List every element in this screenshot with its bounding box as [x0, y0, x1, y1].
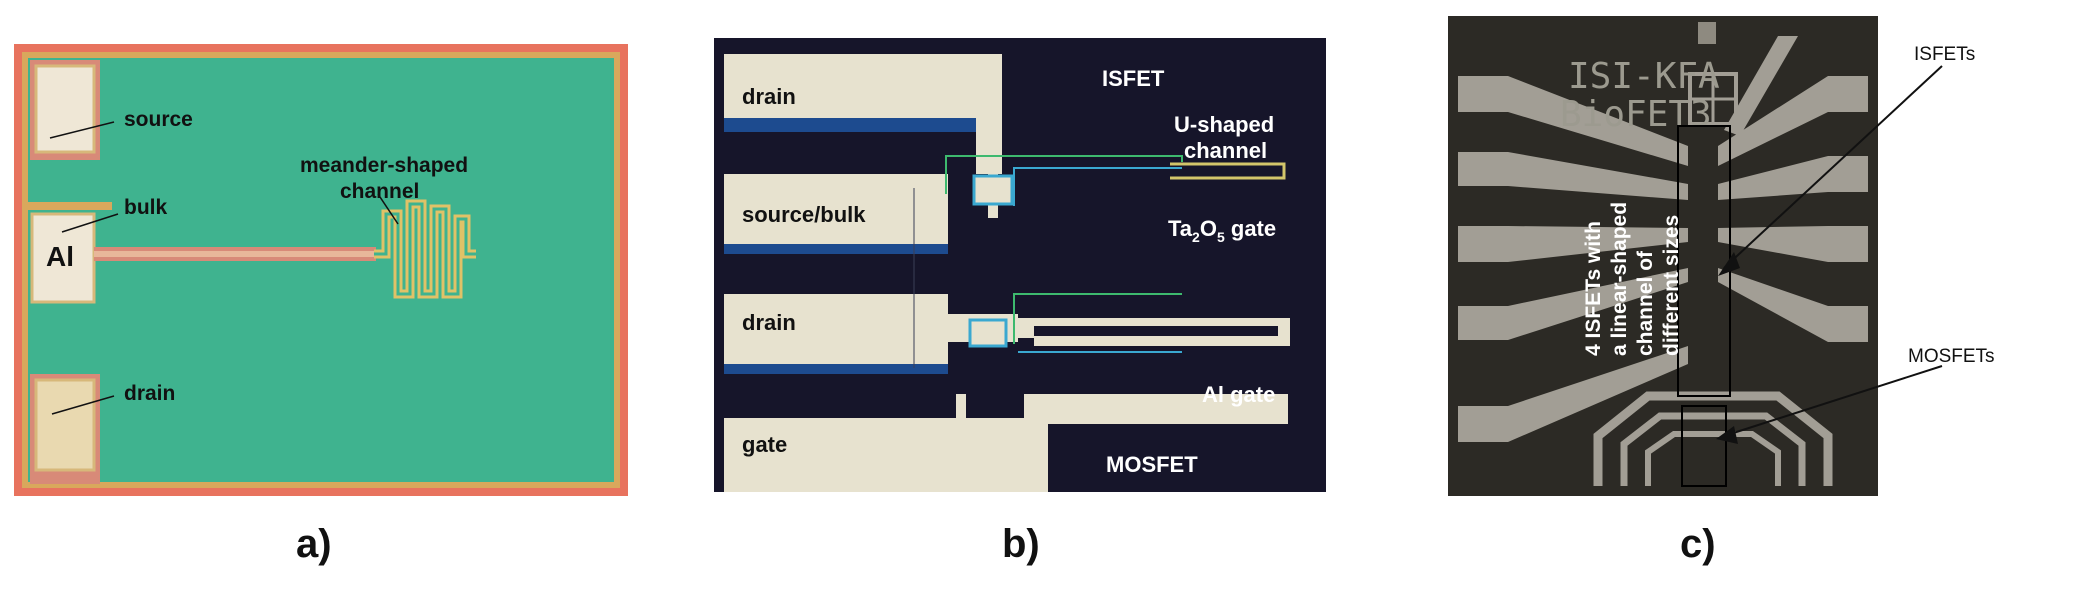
caption-b: b): [1002, 522, 1040, 566]
label-al-gate: Al gate: [1202, 382, 1275, 407]
mosfets-arrowhead: [1716, 426, 1738, 444]
label-source: source: [124, 108, 193, 131]
meander-pointer: [377, 193, 399, 225]
panel-b-figure: ISFET drain source/bulk drain gate U-sha…: [714, 38, 1326, 492]
trace-left-4: [1458, 268, 1688, 340]
label-u-shaped-line1: U-shaped: [1174, 112, 1274, 137]
gate-stub: [956, 394, 966, 418]
source-pointer: [49, 121, 115, 139]
label-drain: drain: [124, 382, 175, 405]
drain-top-trace: [724, 54, 1002, 174]
al-gate-u-gap: [1034, 326, 1278, 336]
trace-left-5: [1458, 346, 1688, 442]
drain-top-shadow: [724, 118, 976, 132]
mosfet-trace-inner: [1645, 431, 1781, 486]
chip-marking-line2: BioFET3: [1560, 94, 1712, 135]
label-drain-bottom: drain: [742, 310, 796, 335]
mosfet-region-box: [1681, 405, 1727, 487]
drain-pointer: [51, 395, 115, 415]
label-u-shaped-line2: channel: [1184, 138, 1267, 163]
mosfets-arrow-line: [1723, 365, 1943, 437]
isfet-gate-contact: [972, 174, 1014, 206]
mosfet-trace-middle: [1620, 412, 1806, 486]
label-gate: gate: [742, 432, 787, 457]
panel-c-biofet-chip-photo: ISI-KFA BioFET3 4 ISFETs with a linear-s…: [1448, 16, 2000, 496]
label-ta2o5-gate: Ta2O5 gate: [1168, 216, 1276, 245]
meander-channel-core: [374, 202, 476, 296]
bulk-pointer: [61, 213, 119, 233]
drain-bottom-trace: [724, 294, 948, 364]
vertical-line3: channel of: [1634, 250, 1657, 356]
isfets-arrow-line: [1723, 65, 1943, 269]
label-drain-top: drain: [742, 84, 796, 109]
trace-left-2: [1458, 152, 1688, 200]
trace-left-1: [1458, 76, 1688, 166]
chip-mark-top: [1698, 22, 1716, 44]
trace-right-4: [1718, 268, 1868, 342]
panel-c-figure: ISI-KFA BioFET3 4 ISFETs with a linear-s…: [1448, 16, 1995, 496]
source-bulk-trace: [724, 174, 948, 244]
label-al: Al: [46, 241, 74, 272]
trace-left-3: [1458, 226, 1688, 262]
isfet-channel-green: [945, 155, 1183, 194]
mosfet-channel-contact: [968, 318, 1008, 348]
label-mosfets: MOSFETs: [1908, 346, 1995, 367]
label-isfet: ISFET: [1102, 66, 1165, 91]
trace-right-3: [1718, 226, 1868, 262]
drain-pad: [34, 378, 96, 472]
chip-marking-line1: ISI-KFA: [1568, 56, 1720, 97]
mosfet-channel-green: [1013, 293, 1182, 344]
trace-right-1: [1718, 76, 1868, 166]
panel-a-meander-isfet-photo: source bulk Al drain meander-shaped chan…: [14, 44, 628, 496]
isfet-channel-blue: [1013, 167, 1182, 206]
drain-bottom-shadow: [724, 364, 948, 374]
caption-a: a): [296, 522, 332, 566]
vertical-line2: a linear-shaped: [1608, 202, 1631, 356]
channel-lead-core: [94, 251, 376, 257]
vertical-line1: 4 ISFETs with: [1582, 221, 1605, 356]
bulk-pad-border: [28, 202, 112, 210]
label-source-bulk: source/bulk: [742, 202, 866, 227]
label-bulk: bulk: [124, 196, 167, 219]
source-pad: [34, 64, 96, 154]
panel-a-figure: source bulk Al drain meander-shaped chan…: [14, 44, 628, 496]
label-meander-line1: meander-shaped: [300, 154, 468, 177]
u-shaped-channel: [1170, 162, 1286, 180]
trace-right-diagonal: [1724, 36, 1798, 136]
chip-surface: [28, 58, 614, 482]
isfets-arrowhead: [1718, 252, 1740, 276]
caption-c: c): [1680, 522, 1716, 566]
trace-right-2: [1718, 156, 1868, 200]
label-meander-line2: channel: [340, 180, 419, 203]
gate-trace: [724, 394, 1288, 492]
vertical-line4: different sizes: [1660, 215, 1683, 356]
label-isfets: ISFETs: [1914, 44, 1975, 65]
panel-b-ushaped-isfet-photo: ISFET drain source/bulk drain gate U-sha…: [714, 38, 1326, 492]
source-bulk-shadow: [724, 244, 948, 254]
label-mosfet: MOSFET: [1106, 452, 1198, 477]
vertical-annotation: 4 ISFETs with a linear-shaped channel of…: [1582, 202, 1683, 356]
